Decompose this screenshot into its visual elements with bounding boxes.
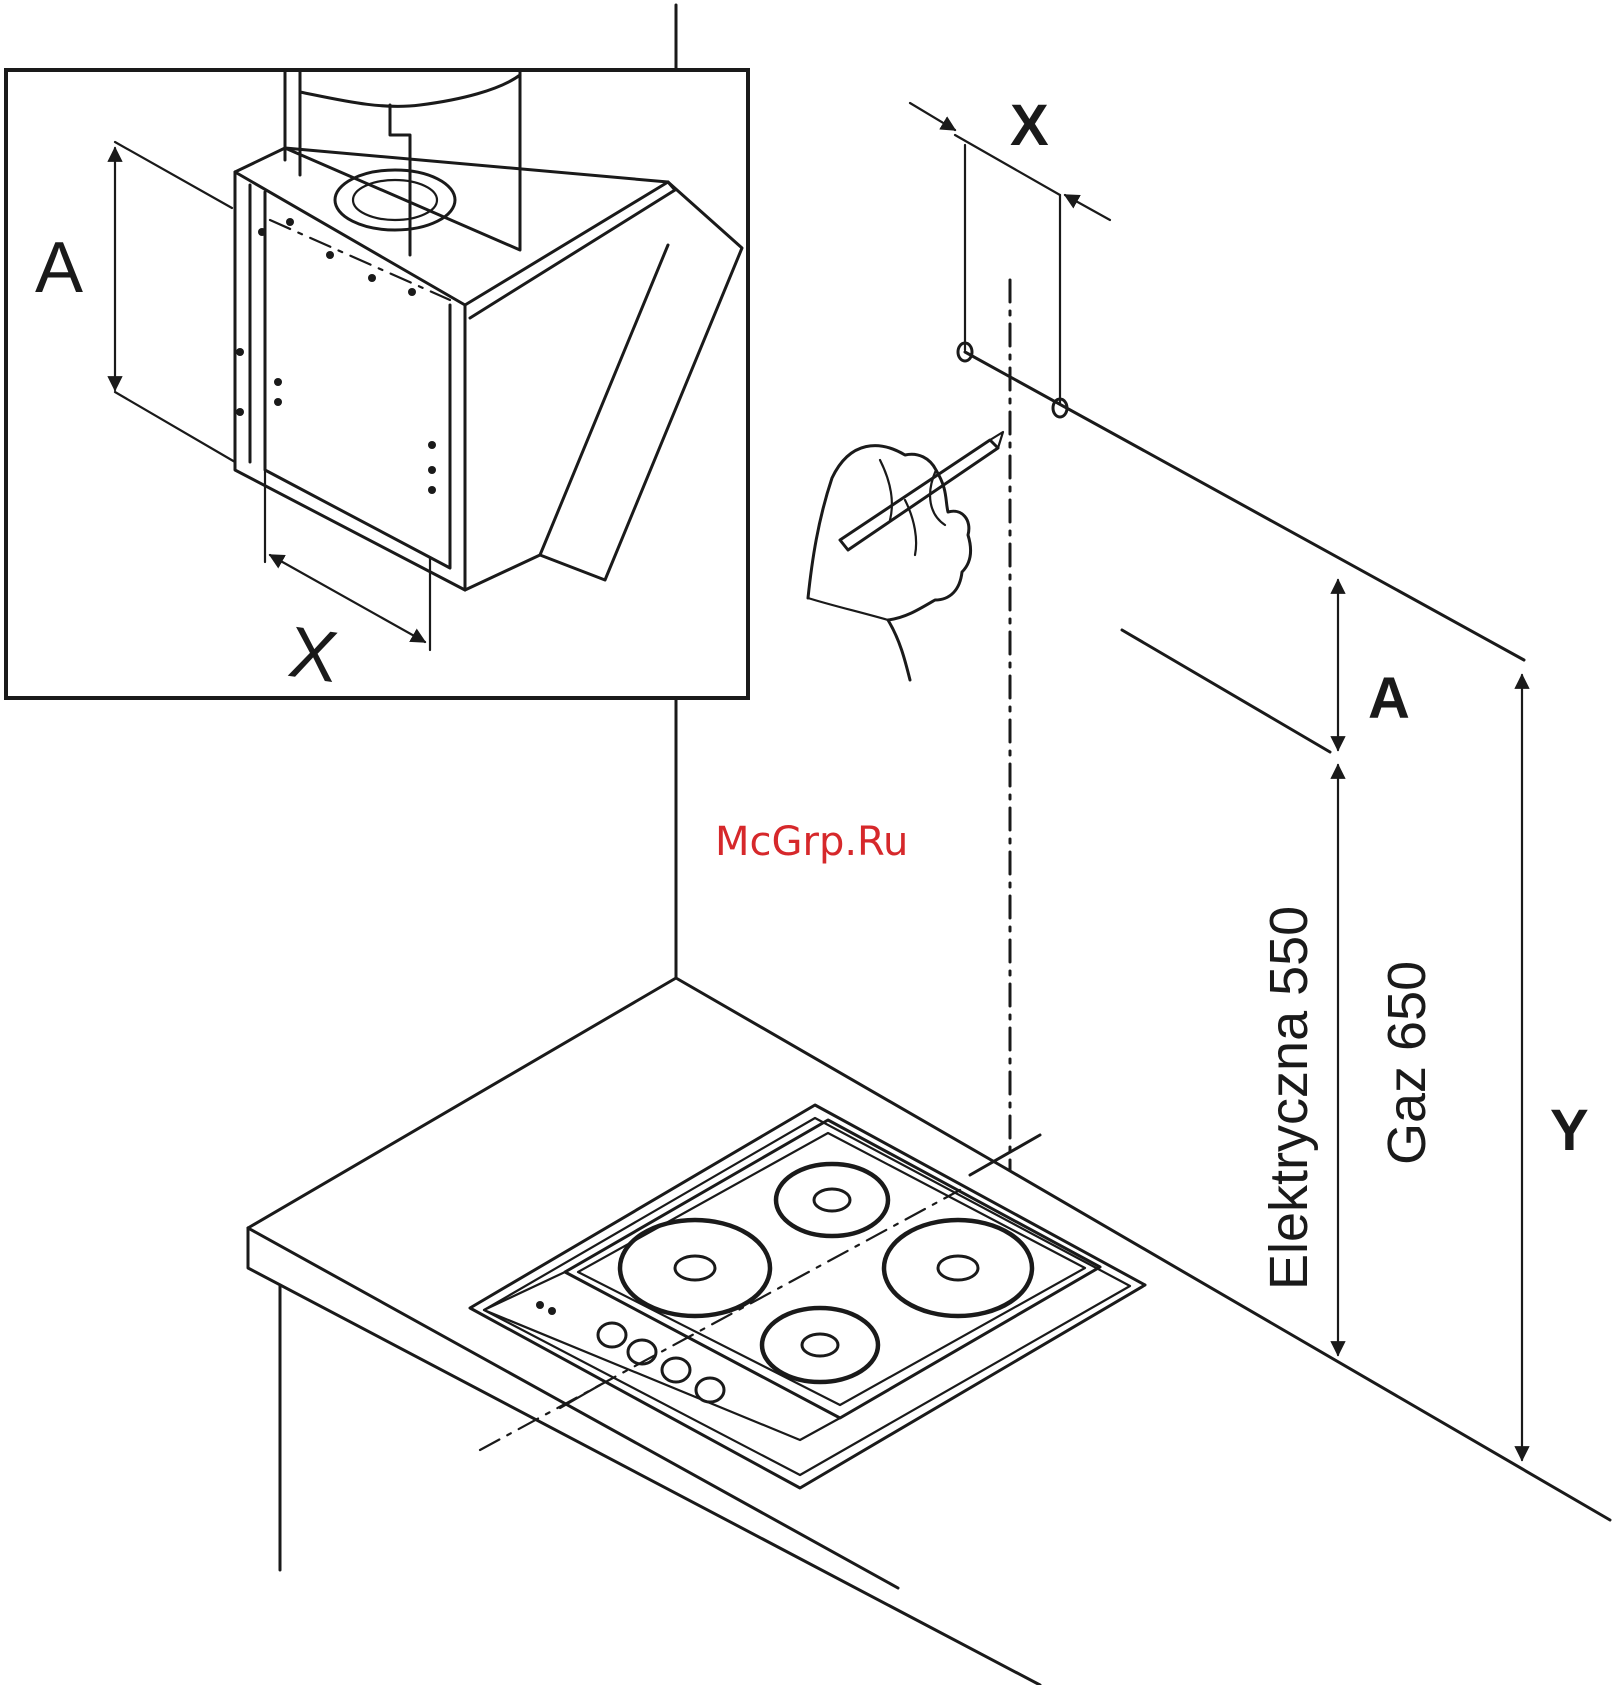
watermark-text: McGrp.Ru bbox=[715, 819, 908, 865]
knob-2-icon bbox=[628, 1340, 656, 1364]
mounting-holes bbox=[958, 145, 1067, 417]
hob-center-axis bbox=[480, 1190, 960, 1450]
dimension-a-main: A bbox=[1338, 580, 1410, 750]
knob-4-icon bbox=[696, 1378, 724, 1402]
burner-left bbox=[620, 1220, 770, 1316]
dimension-x-main: X bbox=[910, 93, 1110, 220]
knob-3-icon bbox=[662, 1358, 690, 1382]
burner-right bbox=[884, 1220, 1032, 1316]
hand-with-pencil-icon bbox=[808, 432, 1003, 680]
inset-detail: A X bbox=[6, 70, 748, 698]
label-gas-distance: Gaz 650 bbox=[1377, 961, 1437, 1165]
label-x-main: X bbox=[1010, 93, 1049, 158]
label-electric-distance: Elektryczna 550 bbox=[1259, 906, 1319, 1290]
hob bbox=[470, 1105, 1145, 1488]
indicator-light-icon bbox=[536, 1301, 544, 1309]
knob-1-icon bbox=[598, 1323, 626, 1347]
burner-back bbox=[776, 1164, 888, 1236]
dimension-y-main: Y bbox=[1522, 675, 1589, 1460]
label-a-main: A bbox=[1368, 666, 1410, 731]
hob-outer bbox=[470, 1105, 1145, 1488]
hob-control-strip bbox=[484, 1272, 840, 1440]
inset-frame bbox=[6, 70, 748, 698]
burner-front bbox=[762, 1308, 878, 1382]
hood-lower-edge-line bbox=[1122, 630, 1330, 752]
label-y-main: Y bbox=[1550, 1098, 1589, 1163]
hood-bottom-line bbox=[965, 352, 1524, 660]
label-a-inset: A bbox=[35, 228, 83, 308]
dimension-hob-height: Elektryczna 550 Gaz 650 bbox=[1259, 765, 1437, 1355]
